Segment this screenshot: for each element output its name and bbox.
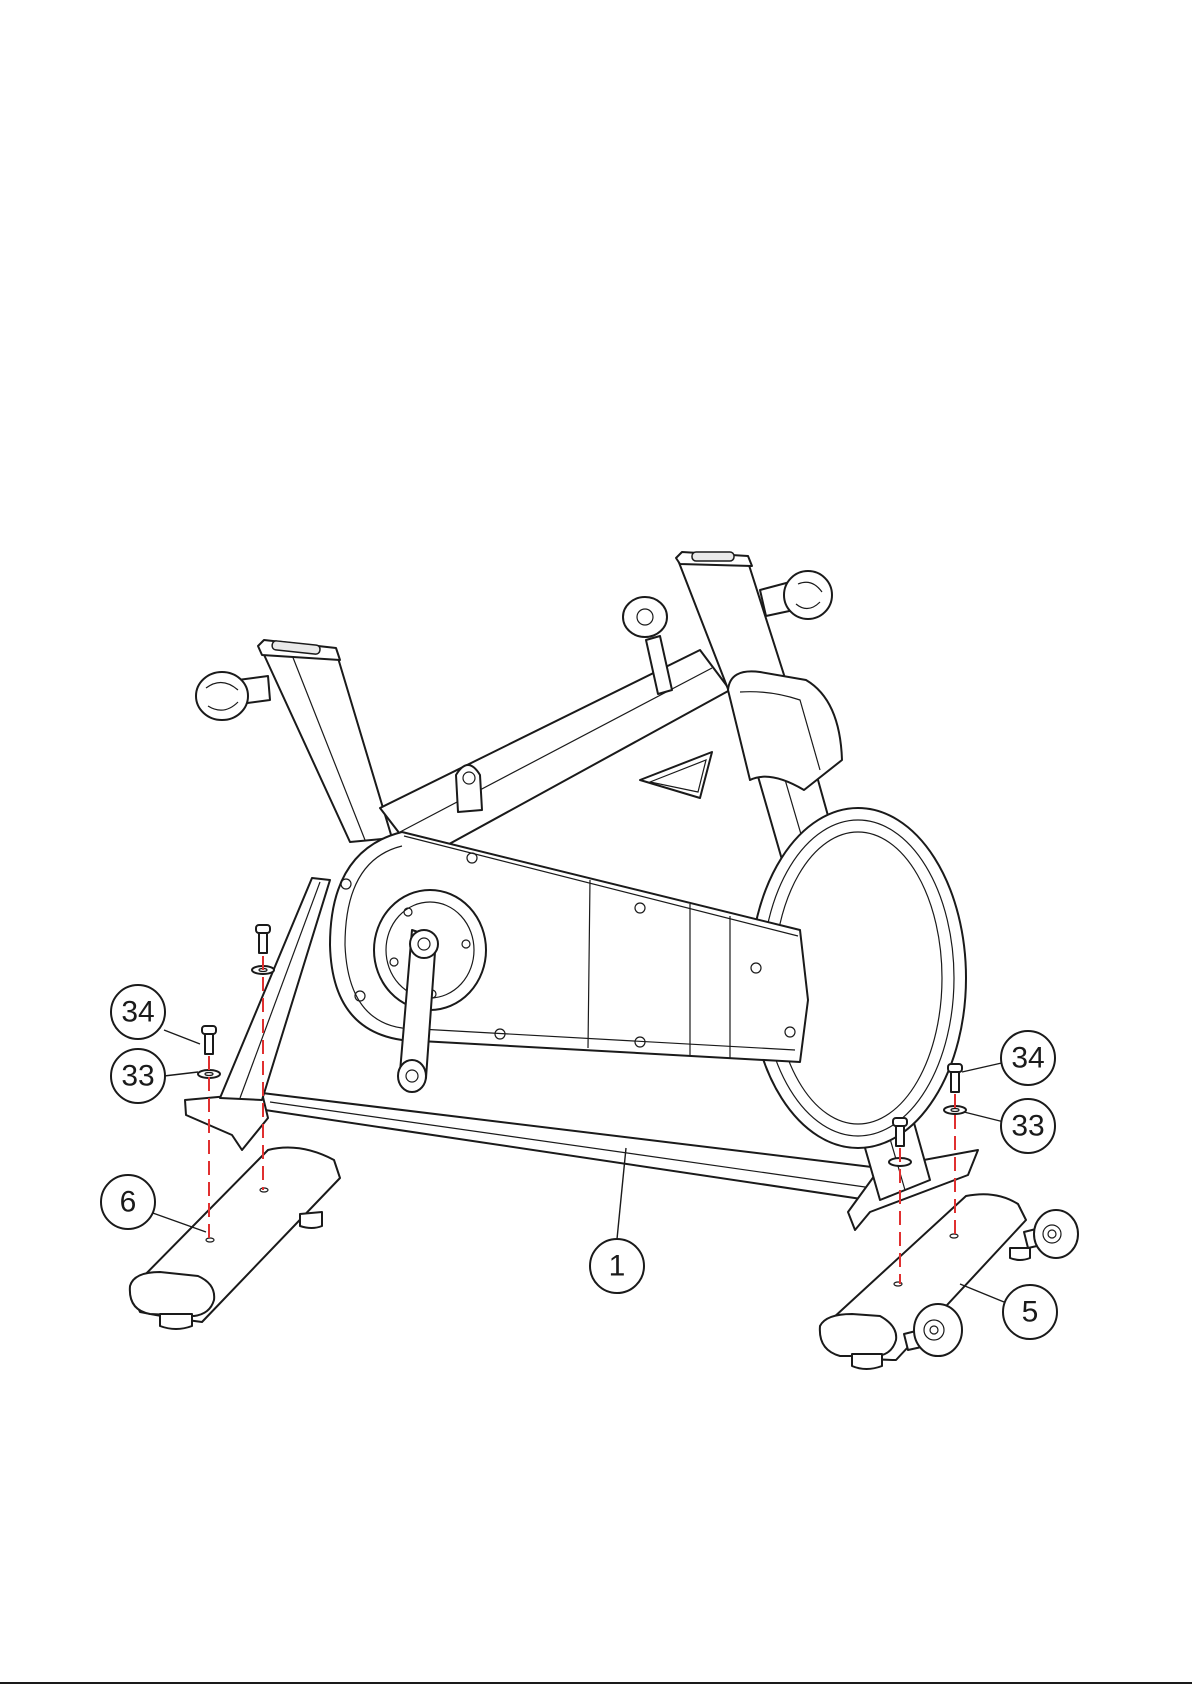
callout-frame: 1 [590,1239,644,1293]
seat-adjust-knob [196,672,270,720]
front-stabilizer [130,1148,340,1329]
callout-washer-right: 33 [1001,1099,1055,1153]
handlebar-adjust-knob [760,571,832,619]
callout-bolt-right: 34 [1001,1031,1055,1085]
bolt-icon [202,1026,216,1054]
svg-text:33: 33 [121,1060,154,1093]
page-bottom-rule [0,1682,1192,1684]
bolt-icon [256,925,270,953]
transport-wheel [1024,1210,1078,1258]
svg-text:34: 34 [1011,1042,1044,1075]
svg-text:1: 1 [609,1250,626,1283]
callout-rear-stabilizer: 5 [1003,1285,1057,1339]
bolt-icon [893,1118,907,1146]
chain-guard [330,832,808,1092]
svg-text:33: 33 [1011,1110,1044,1143]
callout-front-stabilizer: 6 [101,1175,155,1229]
svg-text:5: 5 [1022,1296,1039,1329]
washer-icon [198,1070,220,1078]
callout-bolt-left: 34 [111,985,165,1039]
svg-text:34: 34 [121,996,154,1029]
callout-washer-left: 33 [111,1049,165,1103]
svg-text:6: 6 [120,1186,137,1219]
bolt-icon [948,1064,962,1092]
